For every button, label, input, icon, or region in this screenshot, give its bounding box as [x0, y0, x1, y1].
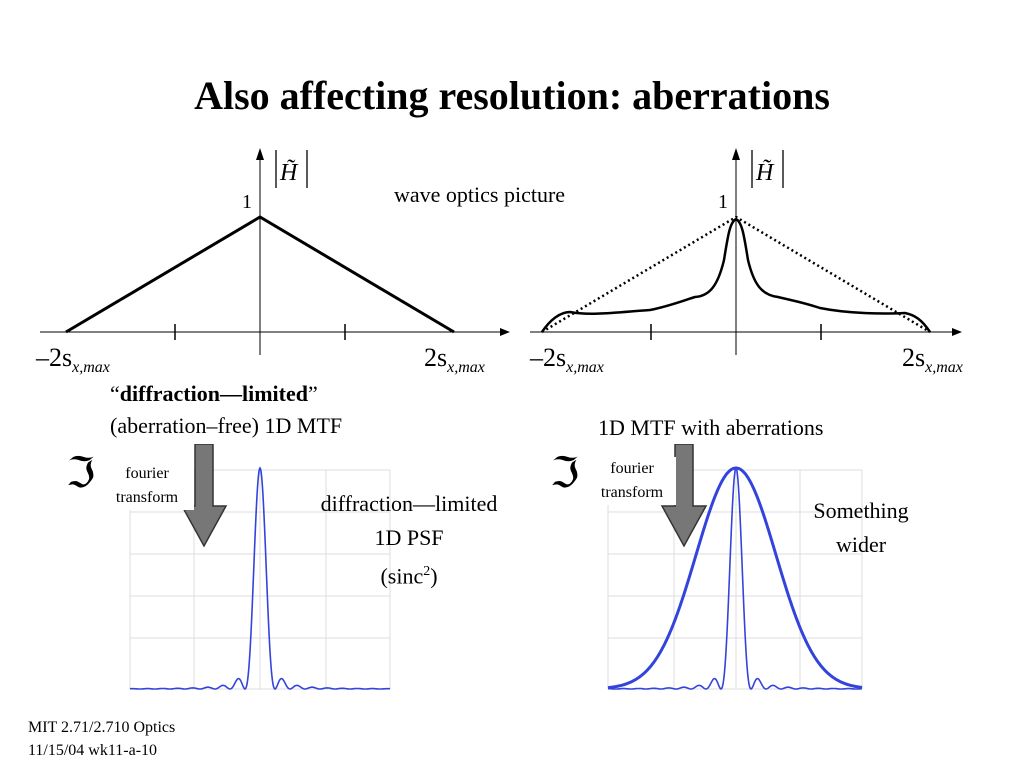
mtf-aberrated-curve — [540, 217, 932, 333]
down-arrow-right — [660, 444, 708, 548]
psf-plot-diffraction-limited — [129, 466, 391, 690]
psf-narrow-curve — [608, 466, 862, 690]
x-left-label: –2sx,max — [35, 343, 110, 376]
mtf-plot-with-aberrations: H̃ 1 –2sx,max 2sx,max — [529, 148, 963, 376]
x-left-label: –2sx,max — [529, 343, 604, 376]
psf-narrow-curve — [129, 466, 391, 690]
fourier-symbol-left: ℑ — [66, 451, 96, 497]
mtf-triangle-curve — [65, 215, 455, 334]
x-right-label: 2sx,max — [902, 343, 963, 376]
psf-label: diffraction—limited 1D PSF (sinc2) — [320, 491, 498, 589]
x-axis-arrow — [500, 328, 510, 336]
y-axis-arrow — [256, 148, 264, 160]
psf-wide-curve — [607, 466, 863, 690]
psf-plot-aberrated — [607, 466, 863, 690]
y-axis-symbol: H̃ — [755, 159, 775, 186]
x-right-label: 2sx,max — [424, 343, 485, 376]
slide-title: Also affecting resolution: aberrations — [194, 73, 830, 118]
y-one-label: 1 — [242, 191, 252, 213]
fourier-symbol-right: ℑ — [550, 451, 580, 497]
right-caption: 1D MTF with aberrations — [598, 415, 824, 440]
mtf-plot-diffraction-limited: H̃ 1 –2sx,max 2sx,max — [35, 148, 510, 376]
left-caption: “diffraction—limited” (aberration–free) … — [110, 381, 343, 438]
mtf-ideal-dotted-curve — [541, 215, 931, 334]
y-axis-arrow — [732, 148, 740, 160]
x-axis-arrow — [952, 328, 962, 336]
wave-optics-label: wave optics picture — [394, 182, 566, 207]
left-caption-bold: diffraction—limited — [119, 381, 308, 406]
y-axis-symbol: H̃ — [279, 159, 299, 186]
y-one-label: 1 — [718, 191, 728, 213]
